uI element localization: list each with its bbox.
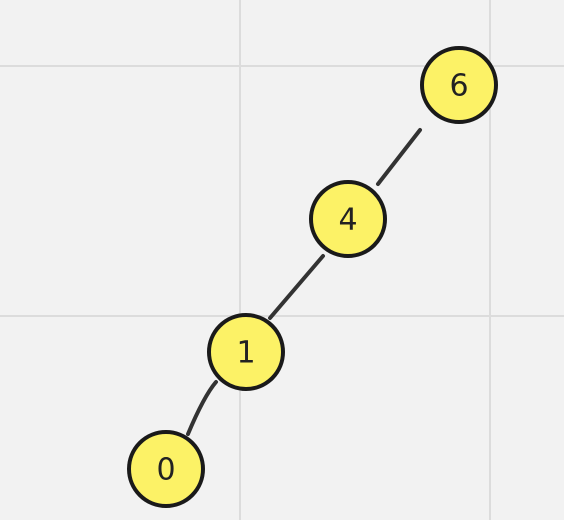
node-label: 6 [449,69,468,104]
tree-node-6[interactable]: 6 [420,46,498,124]
edge-4-1 [268,254,325,320]
node-circle [207,313,285,391]
node-circle [420,46,498,124]
nodes: 6 4 1 0 [127,46,498,508]
edges [186,128,422,436]
node-label: 1 [236,336,255,371]
tree-node-0[interactable]: 0 [127,430,205,508]
node-label: 0 [156,453,175,488]
edge-1-0 [186,380,218,436]
edge-6-4 [376,128,422,186]
node-label: 4 [338,203,357,238]
tree-node-4[interactable]: 4 [309,180,387,258]
node-circle [127,430,205,508]
node-circle [309,180,387,258]
tree-node-1[interactable]: 1 [207,313,285,391]
